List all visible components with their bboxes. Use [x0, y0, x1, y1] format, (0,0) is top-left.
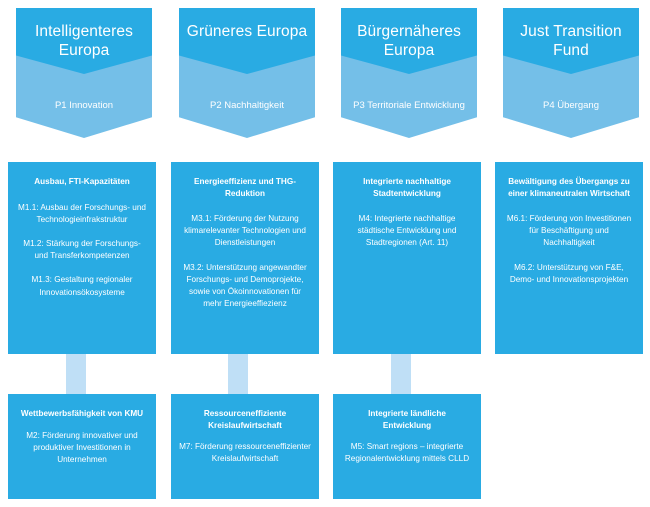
box-heading: Wettbewerbsfähigkeit von KMU — [20, 409, 144, 418]
connector-p2 — [228, 354, 248, 394]
measure-item: M2: Förderung innovativer und produktive… — [26, 430, 138, 464]
measure-item: M1.1: Ausbau der Forschungs- und Technol… — [18, 202, 146, 224]
box-heading: Bewältigung des Übergangs zu einer klima… — [508, 177, 630, 198]
banner-subtitle-p3: P3 Territoriale Entwicklung — [353, 100, 465, 111]
banner-p3: Bürgernäheres Europa P3 Territoriale Ent… — [341, 8, 477, 138]
box-heading: Ressourceneffiziente Kreislaufwirtschaft — [203, 409, 287, 430]
banner-subtitle-p4: P4 Übergang — [543, 100, 599, 111]
banner-subtitle-p1: P1 Innovation — [54, 100, 114, 111]
middle-box-p2: Energieeffizienz und THG-Reduktion M3.1:… — [171, 162, 319, 354]
banner-title-p3: Bürgernäheres Europa — [357, 23, 461, 59]
bottom-box-p3: Integrierte ländliche Entwicklung M5: Sm… — [333, 394, 481, 499]
measure-item: M1.3: Gestaltung regionaler Innovationsö… — [31, 275, 133, 297]
banner-title-p1: Intelligenteres Europa — [34, 23, 133, 59]
middle-box-p3: Integrierte nachhaltige Stadtentwicklung… — [333, 162, 481, 354]
banner-p2: Grüneres Europa P2 Nachhaltigkeit — [179, 8, 315, 138]
measure-item: M7: Förderung ressourceneffizienter Krei… — [179, 442, 311, 464]
middle-box-p4: Bewältigung des Übergangs zu einer klima… — [495, 162, 643, 354]
banner-p4: Just Transition Fund P4 Übergang — [503, 8, 639, 138]
box-heading: Integrierte ländliche Entwicklung — [368, 409, 446, 430]
measure-item: M1.2: Stärkung der Forschungs- und Trans… — [23, 238, 141, 261]
measure-item: M6.1: Förderung von Investitionen für Be… — [506, 214, 632, 248]
banner-title-p2: Grüneres Europa — [186, 23, 308, 40]
banner-p1: Intelligenteres Europa P1 Innovation — [16, 8, 152, 138]
box-heading: Ausbau, FTI-Kapazitäten — [34, 177, 130, 186]
box-heading: Integrierte nachhaltige Stadtentwicklung — [363, 177, 451, 198]
box-heading: Energieeffizienz und THG-Reduktion — [194, 177, 296, 198]
connector-p1 — [66, 354, 86, 394]
bottom-box-p2: Ressourceneffiziente Kreislaufwirtschaft… — [171, 394, 319, 499]
measure-item: M4: Integrierte nachhaltige städtische E… — [357, 214, 457, 248]
connector-p3 — [391, 354, 411, 394]
measure-item: M3.1: Förderung der Nutzung klimarelevan… — [184, 214, 306, 248]
banner-subtitle-p2: P2 Nachhaltigkeit — [210, 100, 284, 111]
measure-item: M3.2: Unterstützung angewandter Forschun… — [183, 262, 307, 309]
banner-title-p4: Just Transition Fund — [520, 23, 622, 59]
middle-box-p1: Ausbau, FTI-Kapazitäten M1.1: Ausbau der… — [8, 162, 156, 354]
measure-item: M5: Smart regions – integrierte Regional… — [344, 442, 470, 464]
bottom-box-p1: Wettbewerbsfähigkeit von KMU M2: Förderu… — [8, 394, 156, 499]
measure-item: M6.2: Unterstützung von F&E, Demo- und I… — [509, 262, 629, 284]
